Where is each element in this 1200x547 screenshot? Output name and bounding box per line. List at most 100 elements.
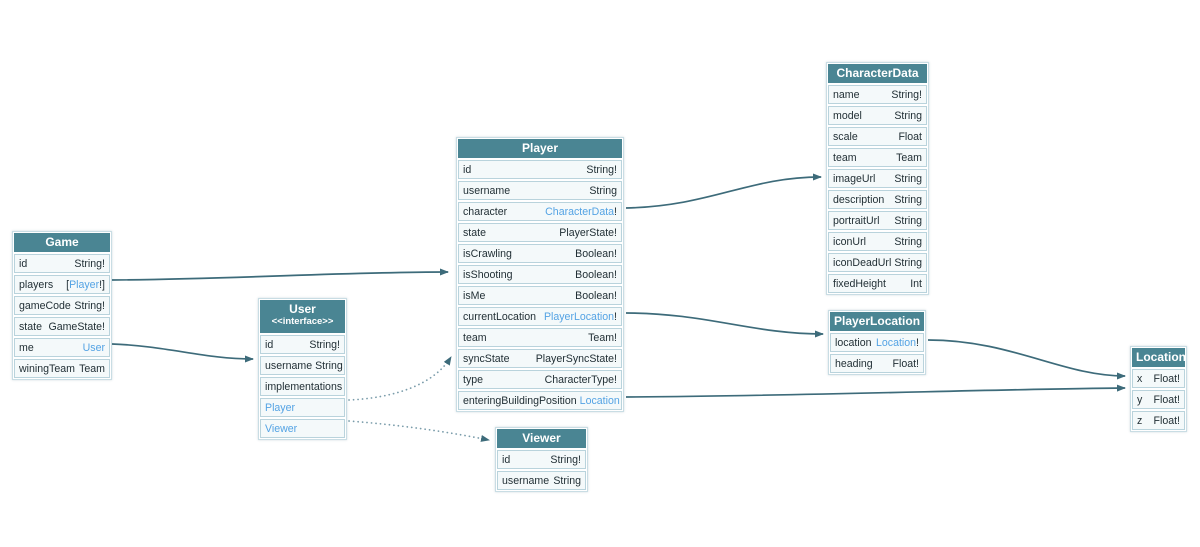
field-name: character xyxy=(463,205,508,218)
field-type: GameState! xyxy=(48,320,105,333)
field-type-link[interactable]: Viewer xyxy=(265,422,298,435)
edge-player-currentlocation-to-playerlocation xyxy=(625,312,824,338)
field-type-link[interactable]: CharacterData xyxy=(545,205,615,218)
field-name: syncState xyxy=(463,352,510,365)
field-name: location xyxy=(835,336,872,349)
field-name: id xyxy=(19,257,28,270)
field-row-id[interactable]: id String! xyxy=(14,254,110,273)
field-type: String! xyxy=(891,88,922,101)
field-type: Location! xyxy=(876,337,919,349)
field-type-link[interactable]: Player xyxy=(69,278,100,291)
field-name: y xyxy=(1137,393,1143,406)
table-header[interactable]: Game xyxy=(14,233,110,252)
field-name: x xyxy=(1137,372,1143,385)
type-wrap-suffix: !] xyxy=(99,278,105,291)
field-type: Float xyxy=(898,130,922,143)
field-row-syncstate[interactable]: syncState PlayerSyncState! xyxy=(458,349,622,368)
field-name: players xyxy=(19,278,54,291)
field-name: portraitUrl xyxy=(833,214,880,227)
field-type-link[interactable]: User xyxy=(82,341,105,354)
field-type-link[interactable]: Location xyxy=(579,394,620,407)
field-type: PlayerLocation! xyxy=(544,311,617,323)
field-type: [Player!] xyxy=(66,279,105,291)
field-type: Boolean! xyxy=(575,268,617,281)
table-subtitle: <<interface>> xyxy=(271,316,334,327)
table-title: Location xyxy=(1136,350,1186,364)
table-header[interactable]: Location xyxy=(1132,348,1186,367)
field-name: z xyxy=(1137,414,1143,427)
edge-player-character-to-characterdata xyxy=(625,173,822,209)
edge-user-player-implementation xyxy=(348,356,452,401)
field-row-x[interactable]: x Float! xyxy=(1132,369,1185,388)
field-name: team xyxy=(833,151,857,164)
field-name: id xyxy=(502,453,511,466)
table-header[interactable]: Player xyxy=(458,139,622,158)
field-type: PlayerSyncState! xyxy=(535,352,617,365)
field-name: username xyxy=(502,474,550,487)
field-type-link[interactable]: Location xyxy=(875,336,917,349)
table-header[interactable]: PlayerLocation xyxy=(830,312,924,331)
type-wrap-suffix: ! xyxy=(614,310,617,323)
field-type: CharacterType! xyxy=(544,373,617,386)
field-type: String! xyxy=(74,257,105,270)
field-type-link[interactable]: PlayerLocation xyxy=(543,310,615,323)
field-row-y[interactable]: y Float! xyxy=(1132,390,1185,409)
table-title: PlayerLocation xyxy=(834,314,921,328)
field-row-player[interactable]: Player xyxy=(260,398,345,417)
field-name: imageUrl xyxy=(833,172,876,185)
field-name: id xyxy=(463,163,472,176)
field-name: iconDeadUrl xyxy=(833,256,892,269)
table-title: Player xyxy=(521,141,559,155)
field-row-implementations: implementations xyxy=(260,377,345,396)
field-type: Boolean! xyxy=(575,289,617,302)
field-type: String xyxy=(589,184,617,197)
field-type: String xyxy=(894,235,922,248)
field-type: Float! xyxy=(1153,393,1181,406)
field-row-location[interactable]: location Location! xyxy=(830,333,924,352)
field-type: Team xyxy=(79,362,105,375)
field-type-link[interactable]: Player xyxy=(265,401,296,414)
table-header[interactable]: Viewer xyxy=(497,429,586,448)
field-type: Float! xyxy=(1153,372,1181,385)
table-header[interactable]: CharacterData xyxy=(828,64,927,83)
field-row-players[interactable]: players [Player!] xyxy=(14,275,110,294)
table-header[interactable]: User<<interface>> xyxy=(260,300,345,333)
field-row-viewer[interactable]: Viewer xyxy=(260,419,345,438)
field-name: id xyxy=(265,338,274,351)
field-type: Float! xyxy=(892,357,920,370)
table-title: Viewer xyxy=(522,431,561,445)
